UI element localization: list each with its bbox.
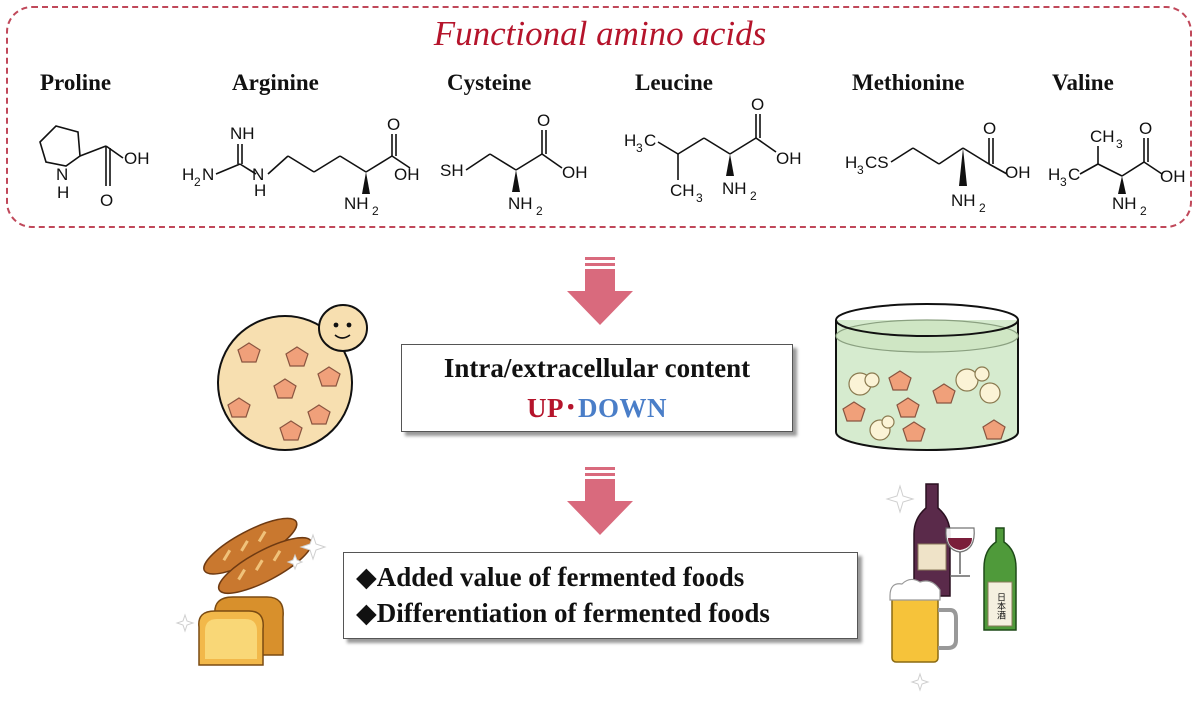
svg-text:OH: OH (124, 149, 150, 168)
separator-dot: ･ (564, 393, 578, 423)
sake-label: 日本酒 (995, 592, 1006, 620)
svg-text:C: C (1068, 165, 1080, 184)
svg-text:H: H (845, 153, 857, 172)
svg-text:2: 2 (1140, 204, 1147, 218)
svg-text:N: N (56, 165, 68, 184)
svg-text:3: 3 (696, 191, 703, 205)
svg-text:2: 2 (194, 175, 201, 189)
amino-acid-name-methionine: Methionine (852, 70, 965, 95)
svg-text:NH: NH (722, 179, 747, 198)
svg-text:3: 3 (636, 141, 643, 155)
svg-text:CS: CS (865, 153, 889, 172)
down-arrow-2 (567, 467, 633, 535)
bullet-icon: ◆ (356, 598, 377, 628)
svg-text:3: 3 (1060, 175, 1067, 189)
amino-acid-name-arginine: Arginine (232, 70, 319, 95)
svg-text:2: 2 (536, 204, 543, 218)
food-item-2: ◆Differentiation of fermented foods (356, 595, 857, 631)
content-box: Intra/extracellular content UP･DOWN (401, 344, 793, 432)
svg-text:OH: OH (1160, 167, 1186, 186)
proline-structure: OH O N H (39, 125, 150, 210)
svg-text:OH: OH (776, 149, 802, 168)
svg-text:2: 2 (750, 189, 757, 203)
svg-text:H: H (57, 183, 69, 202)
fermented-foods-box: ◆Added value of fermented foods ◆Differe… (343, 552, 858, 639)
svg-text:O: O (387, 115, 400, 134)
amino-acid-name-cysteine: Cysteine (447, 70, 532, 95)
svg-text:O: O (100, 191, 113, 210)
svg-text:H: H (624, 131, 636, 150)
panel-title: Functional amino acids (433, 14, 767, 53)
svg-text:O: O (983, 119, 996, 138)
svg-text:NH: NH (508, 194, 533, 213)
amino-acid-name-proline: Proline (40, 70, 112, 95)
down-label: DOWN (578, 393, 667, 423)
svg-text:N: N (252, 165, 264, 184)
svg-text:NH: NH (344, 194, 369, 213)
food-item-1: ◆Added value of fermented foods (356, 559, 857, 595)
svg-text:2: 2 (372, 204, 379, 218)
up-label: UP (527, 393, 564, 423)
svg-text:SH: SH (440, 161, 464, 180)
yeast-cell-illustration (217, 304, 368, 451)
svg-text:NH: NH (1112, 194, 1137, 213)
svg-text:OH: OH (1005, 163, 1031, 182)
svg-text:NH: NH (951, 191, 976, 210)
svg-text:H: H (254, 181, 266, 200)
down-arrow-1 (567, 257, 633, 325)
up-down-label: UP･DOWN (402, 386, 792, 425)
svg-text:CH: CH (670, 181, 695, 200)
amino-acid-name-leucine: Leucine (635, 70, 713, 95)
svg-text:3: 3 (857, 163, 864, 177)
food-item-1-label: Added value of fermented foods (376, 562, 745, 592)
svg-text:C: C (644, 131, 656, 150)
svg-text:CH: CH (1090, 127, 1115, 146)
svg-text:3: 3 (1116, 137, 1123, 151)
culture-vessel-illustration (835, 303, 1019, 451)
svg-text:H: H (1048, 165, 1060, 184)
svg-text:O: O (537, 111, 550, 130)
svg-text:O: O (751, 95, 764, 114)
svg-text:O: O (1139, 119, 1152, 138)
bullet-icon: ◆ (356, 562, 377, 592)
amino-acids-panel (6, 6, 1192, 228)
content-label: Intra/extracellular content (443, 353, 751, 383)
svg-text:OH: OH (394, 165, 420, 184)
svg-text:2: 2 (979, 201, 986, 215)
food-item-2-label: Differentiation of fermented foods (376, 598, 770, 628)
beverages-illustration: 日本酒 (885, 483, 1017, 692)
svg-text:OH: OH (562, 163, 588, 182)
svg-text:NH: NH (230, 124, 255, 143)
amino-acid-name-valine: Valine (1052, 70, 1114, 95)
bread-illustration (175, 517, 327, 666)
svg-text:N: N (202, 165, 214, 184)
svg-text:H: H (182, 165, 194, 184)
